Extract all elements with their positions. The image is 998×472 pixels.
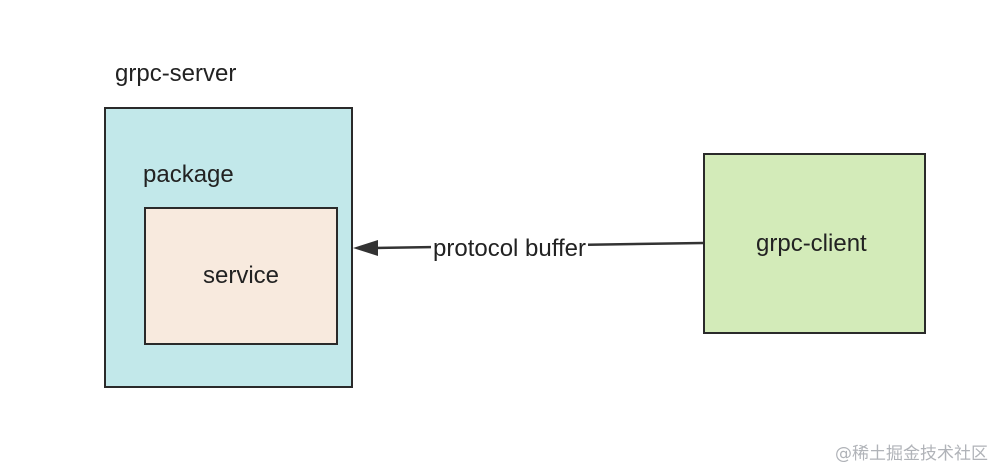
arrow-head	[353, 240, 378, 256]
package-label: package	[143, 161, 234, 188]
service-label: service	[202, 262, 280, 289]
watermark-text: @稀土掘金技术社区	[835, 444, 988, 464]
grpc-client-box	[703, 153, 926, 334]
server-title: grpc-server	[115, 60, 237, 87]
service-box: service	[144, 207, 338, 345]
connection-label: protocol buffer	[431, 235, 588, 262]
client-label: grpc-client	[756, 230, 867, 257]
